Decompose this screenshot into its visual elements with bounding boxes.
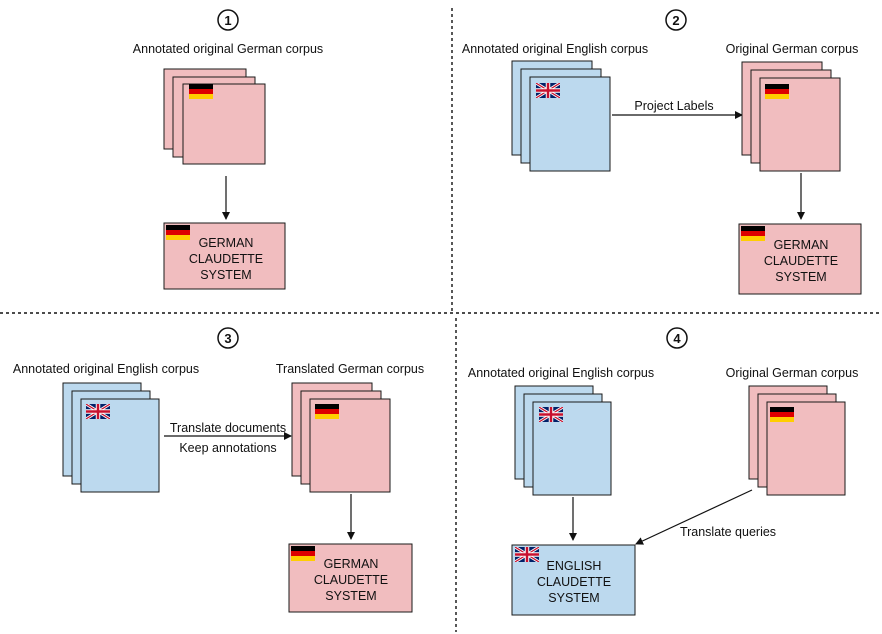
system-line-3: SYSTEM	[548, 591, 599, 605]
system-line-3: SYSTEM	[200, 268, 251, 282]
german-flag-icon	[765, 84, 789, 99]
uk-flag-icon	[515, 547, 539, 562]
german-flag-icon	[189, 84, 213, 99]
system-line-1: ENGLISH	[547, 559, 602, 573]
german-corpus-stack	[291, 382, 391, 493]
system-line-1: GERMAN	[199, 236, 254, 250]
panel-2-number: 2	[672, 13, 679, 28]
german-flag-icon	[770, 407, 794, 422]
panel-1-corpus-label: Annotated original German corpus	[133, 42, 323, 56]
panel-4-target-label: Original German corpus	[726, 366, 859, 380]
keep-annotations-text: Keep annotations	[179, 441, 276, 455]
panel-2-number-circle	[665, 9, 687, 31]
panel-4-number: 4	[673, 331, 681, 346]
system-line-2: CLAUDETTE	[314, 573, 388, 587]
english-corpus-stack	[514, 385, 612, 496]
translate-documents-text: Translate documents	[170, 421, 286, 435]
german-system-box: GERMAN CLAUDETTE SYSTEM	[163, 222, 286, 290]
system-line-2: CLAUDETTE	[189, 252, 263, 266]
german-corpus-stack	[163, 68, 266, 165]
english-system-box: ENGLISH CLAUDETTE SYSTEM	[511, 544, 636, 616]
system-line-2: CLAUDETTE	[764, 254, 838, 268]
german-flag-icon	[166, 225, 190, 240]
panel-4-number-circle	[666, 327, 688, 349]
panel-3-target-label: Translated German corpus	[276, 362, 424, 376]
uk-flag-icon	[536, 83, 560, 98]
panel-3-source-label: Annotated original English corpus	[13, 362, 199, 376]
panel-4: 4 Annotated original English corpus Orig…	[468, 327, 859, 616]
panel-3-number: 3	[224, 331, 231, 346]
panel-3: 3 Annotated original English corpus Tran…	[13, 327, 424, 613]
system-line-1: GERMAN	[774, 238, 829, 252]
panel-1-number: 1	[224, 13, 231, 28]
german-flag-icon	[741, 226, 765, 241]
system-line-3: SYSTEM	[775, 270, 826, 284]
german-flag-icon	[291, 546, 315, 561]
project-labels-text: Project Labels	[634, 99, 713, 113]
german-system-box: GERMAN CLAUDETTE SYSTEM	[288, 543, 413, 613]
english-corpus-stack	[62, 382, 160, 493]
doc-page	[182, 83, 266, 165]
panel-2-source-label: Annotated original English corpus	[462, 42, 648, 56]
german-corpus-stack	[741, 61, 841, 172]
panel-4-source-label: Annotated original English corpus	[468, 366, 654, 380]
panel-1-number-circle	[217, 9, 239, 31]
translate-queries-arrow	[635, 489, 753, 545]
panel-3-number-circle	[217, 327, 239, 349]
panel-1: 1 Annotated original German corpus GERMA…	[133, 9, 323, 290]
panel-2-target-label: Original German corpus	[726, 42, 859, 56]
system-line-2: CLAUDETTE	[537, 575, 611, 589]
german-system-box: GERMAN CLAUDETTE SYSTEM	[738, 223, 862, 295]
uk-flag-icon	[86, 404, 110, 419]
uk-flag-icon	[539, 407, 563, 422]
german-flag-icon	[315, 404, 339, 419]
english-corpus-stack	[511, 60, 611, 172]
german-corpus-stack	[748, 385, 846, 496]
system-line-1: GERMAN	[324, 557, 379, 571]
system-line-3: SYSTEM	[325, 589, 376, 603]
translate-queries-text: Translate queries	[680, 525, 776, 539]
panel-2: 2 Annotated original English corpus Orig…	[462, 9, 862, 295]
